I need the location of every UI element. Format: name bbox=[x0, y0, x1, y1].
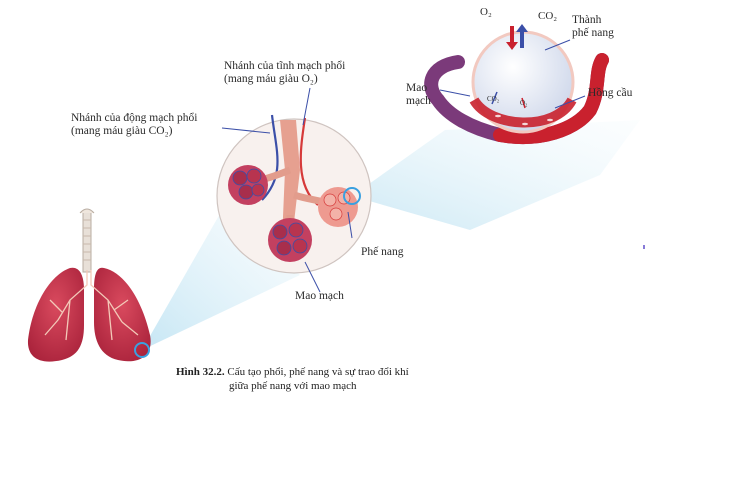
o2-label: O₂ bbox=[480, 6, 492, 18]
capillary-detail-label-line1: Mao bbox=[406, 82, 428, 94]
alveolus-wall-label: Thành phế nang bbox=[572, 14, 614, 40]
co2-label: CO₂ bbox=[538, 10, 558, 22]
alveolus-gas-exchange-detail bbox=[424, 24, 609, 144]
alveolar-sac-bottom bbox=[268, 218, 312, 262]
alveolus-wall-label-line2: phế nang bbox=[572, 27, 614, 39]
capillary-detail-label-line2: mạch bbox=[406, 95, 431, 107]
lungs-illustration bbox=[27, 208, 151, 362]
artery-branch-label-line1: Nhánh của động mạch phổi bbox=[71, 112, 198, 124]
magnify-cone-alveolus bbox=[352, 120, 640, 230]
inner-co2-label: CO₂ bbox=[487, 95, 500, 103]
inner-o2-label: O₂ bbox=[520, 99, 528, 107]
caption-line2: giữa phế nang với mao mạch bbox=[229, 380, 357, 392]
vein-branch-label-line1: Nhánh của tĩnh mạch phổi bbox=[224, 60, 346, 72]
figure-number: Hình 32.2. bbox=[176, 366, 225, 378]
artery-branch-label: Nhánh của động mạch phổi (mang máu giàu … bbox=[71, 112, 197, 138]
alveolus-label: Phế nang bbox=[361, 246, 404, 258]
alveolar-sac-right bbox=[318, 187, 358, 227]
left-lung bbox=[27, 267, 85, 362]
alveolus-highlight-ring bbox=[343, 187, 361, 205]
figure-caption: Hình 32.2. Cấu tạo phổi, phế nang và sự … bbox=[176, 365, 476, 393]
leader-lines bbox=[221, 39, 586, 293]
right-lung bbox=[94, 267, 151, 362]
alveolus-wall-label-line1: Thành bbox=[572, 14, 602, 26]
capillary-detail-label: Mao mạch bbox=[406, 82, 431, 108]
artery-branch-label-line2: (mang máu giàu CO₂) bbox=[71, 125, 173, 137]
alveoli-cluster-view bbox=[216, 114, 372, 274]
caption-line1: Cấu tạo phổi, phế nang và sự trao đổi kh… bbox=[227, 366, 409, 378]
capillary-label: Mao mạch bbox=[295, 290, 344, 302]
lung-highlight-ring bbox=[134, 342, 150, 358]
alveolar-sac-left bbox=[228, 165, 268, 205]
red-blood-cell-label: Hồng cầu bbox=[588, 87, 633, 99]
vein-branch-label: Nhánh của tĩnh mạch phổi (mang máu giàu … bbox=[224, 60, 345, 86]
vein-branch-label-line2: (mang máu giàu O₂) bbox=[224, 73, 318, 85]
